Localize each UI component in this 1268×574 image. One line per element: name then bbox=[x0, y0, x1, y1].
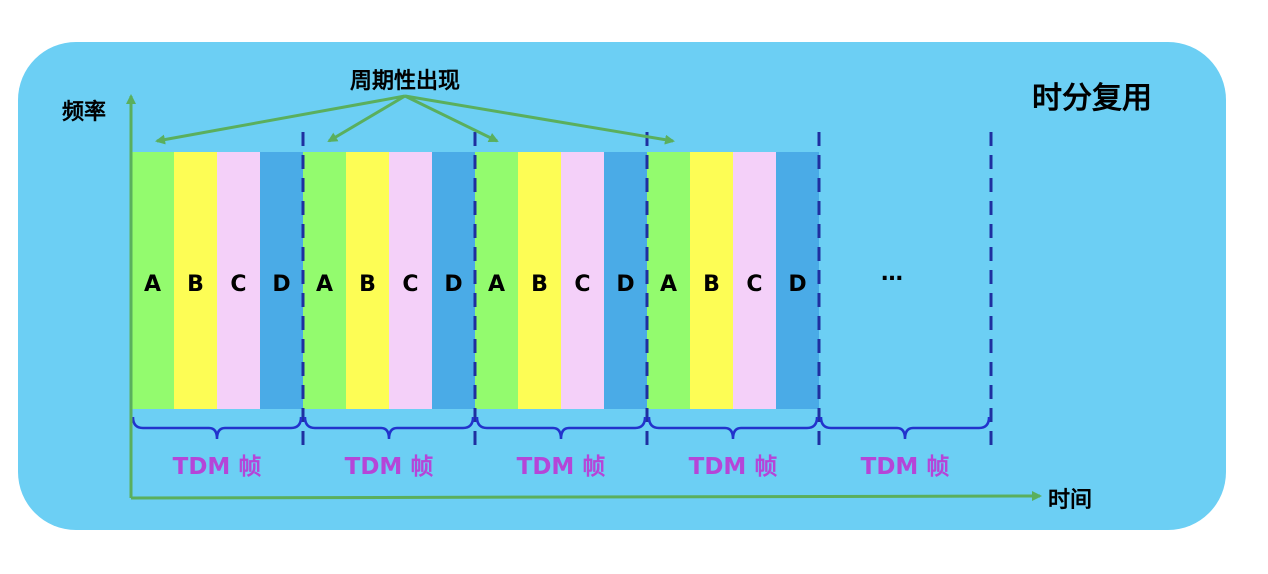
slot-c-frame-4 bbox=[733, 152, 776, 409]
slot-c-frame-3 bbox=[561, 152, 604, 409]
periodic-annotation: 周期性出现 bbox=[350, 69, 460, 94]
slot-label-d-frame-3: D bbox=[616, 272, 634, 297]
slot-d-frame-4 bbox=[776, 152, 819, 409]
slot-d-frame-3 bbox=[604, 152, 647, 409]
slot-label-d-frame-2: D bbox=[444, 272, 462, 297]
y-axis-label: 频率 bbox=[62, 99, 106, 125]
slot-label-b-frame-3: B bbox=[531, 272, 548, 297]
periodic-arrow-2 bbox=[327, 94, 406, 143]
slot-d-frame-2 bbox=[432, 152, 475, 409]
slot-label-b-frame-1: B bbox=[187, 272, 204, 297]
slot-label-a-frame-3: A bbox=[488, 272, 505, 297]
slot-label-c-frame-2: C bbox=[402, 272, 418, 297]
slot-b-frame-2 bbox=[346, 152, 389, 409]
periodic-arrow-4 bbox=[404, 94, 675, 145]
slot-b-frame-1 bbox=[174, 152, 217, 409]
frame-label-4: TDM 帧 bbox=[689, 454, 778, 480]
slot-label-a-frame-1: A bbox=[144, 272, 161, 297]
x-axis-label: 时间 bbox=[1048, 488, 1092, 513]
frame-braces bbox=[131, 416, 991, 440]
slot-label-d-frame-4: D bbox=[788, 272, 806, 297]
frame-label-3: TDM 帧 bbox=[517, 454, 606, 480]
frame-label-5: TDM 帧 bbox=[861, 454, 950, 480]
slot-b-frame-3 bbox=[518, 152, 561, 409]
slot-b-frame-4 bbox=[690, 152, 733, 409]
slot-c-frame-1 bbox=[217, 152, 260, 409]
frame-brace-3 bbox=[475, 416, 647, 440]
x-axis bbox=[130, 491, 1042, 502]
slot-label-a-frame-4: A bbox=[660, 272, 677, 297]
slot-label-b-frame-4: B bbox=[703, 272, 720, 297]
frame-dividers bbox=[301, 132, 993, 450]
slot-label-c-frame-1: C bbox=[230, 272, 246, 297]
slot-a-frame-2 bbox=[303, 152, 346, 409]
slot-a-frame-3 bbox=[475, 152, 518, 409]
periodic-arrow-1 bbox=[155, 94, 406, 145]
slot-label-b-frame-2: B bbox=[359, 272, 376, 297]
slot-d-frame-1 bbox=[260, 152, 303, 409]
slot-c-frame-2 bbox=[389, 152, 432, 409]
slot-label-a-frame-2: A bbox=[316, 272, 333, 297]
ellipsis-label: … bbox=[881, 261, 903, 286]
frame-labels: TDM 帧 TDM 帧 TDM 帧 TDM 帧 TDM 帧 bbox=[173, 454, 950, 480]
frame-label-1: TDM 帧 bbox=[173, 454, 262, 480]
slot-a-frame-4 bbox=[647, 152, 690, 409]
frame-brace-4 bbox=[647, 416, 819, 440]
frame-brace-5 bbox=[819, 416, 991, 440]
slot-label-d-frame-1: D bbox=[272, 272, 290, 297]
periodic-arrow-3 bbox=[404, 94, 499, 143]
slot-label-c-frame-4: C bbox=[746, 272, 762, 297]
frame-label-2: TDM 帧 bbox=[345, 454, 434, 480]
slot-a-frame-1 bbox=[131, 152, 174, 409]
axes bbox=[126, 94, 1042, 502]
frame-brace-2 bbox=[303, 416, 475, 440]
periodic-arrows bbox=[155, 94, 675, 145]
slot-label-c-frame-3: C bbox=[574, 272, 590, 297]
frame-brace-1 bbox=[131, 416, 303, 440]
diagram-title: 时分复用 bbox=[1032, 81, 1152, 116]
